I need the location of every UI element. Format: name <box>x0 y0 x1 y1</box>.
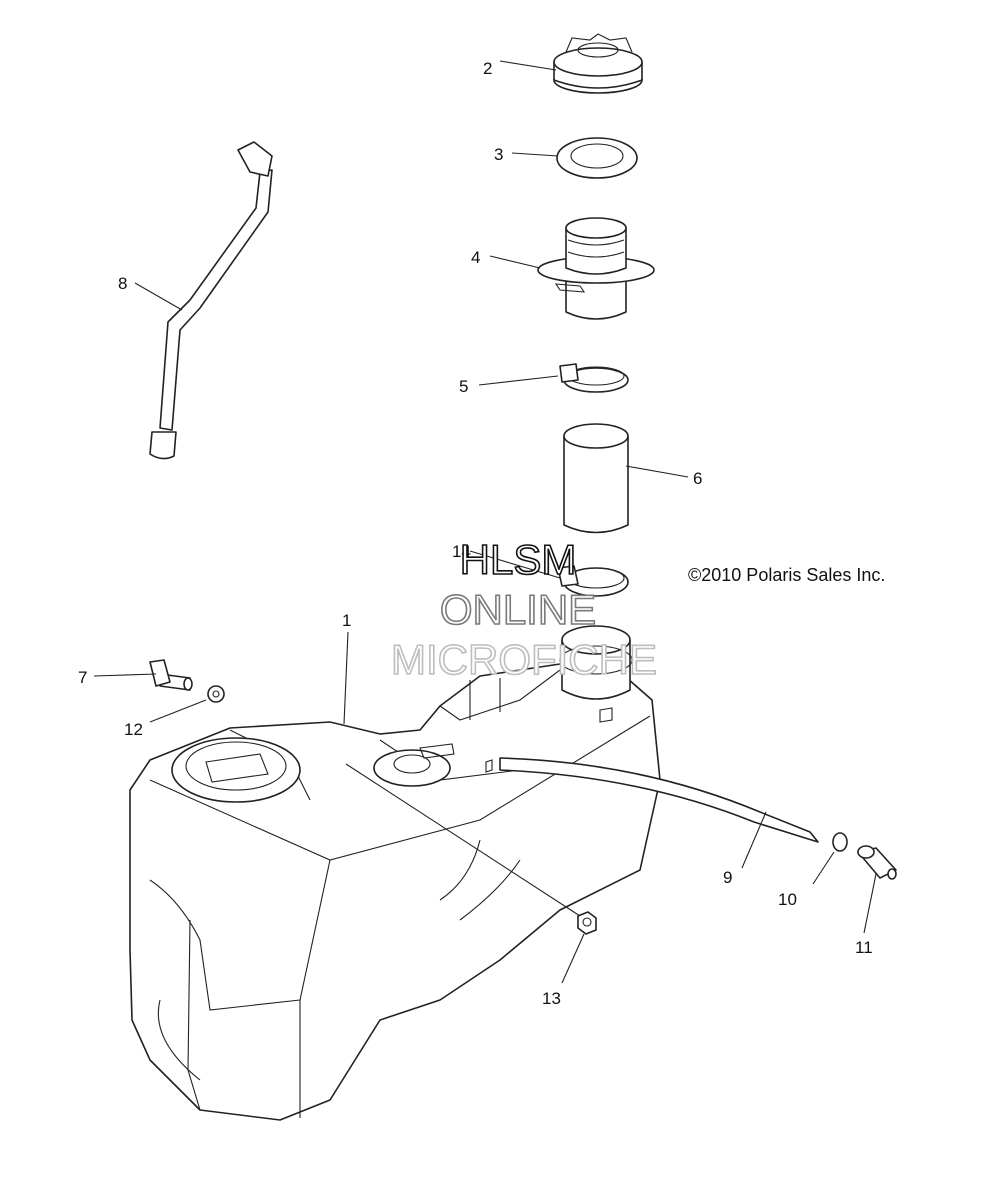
fuel-tank-part <box>129 625 661 1121</box>
vent-line-part <box>149 141 273 460</box>
gasket-part <box>556 137 638 179</box>
vent-hose-part <box>499 757 819 843</box>
bolt-part <box>149 659 193 691</box>
watermark-line-1: HLSM <box>460 536 577 583</box>
filler-hose-part <box>563 423 629 534</box>
callout-7: 7 <box>78 668 87 687</box>
callout-14: 14 <box>452 542 471 561</box>
fuel-cap-part <box>553 33 643 94</box>
callout-labels: 2 3 4 5 6 14 1 7 8 12 9 10 11 13 <box>78 59 873 1008</box>
vent-cap-part <box>832 832 848 852</box>
callout-9: 9 <box>723 868 732 887</box>
washer-part <box>207 685 225 703</box>
filler-neck-part <box>537 217 655 320</box>
watermark: HLSM ONLINE MICROFICHE <box>390 535 658 684</box>
callout-6: 6 <box>693 469 702 488</box>
callout-12: 12 <box>124 720 143 739</box>
watermark-line-3: MICROFICHE <box>391 636 657 683</box>
hose-clamp-lower-part <box>557 565 629 597</box>
callout-4: 4 <box>471 248 480 267</box>
copyright-text: ©2010 Polaris Sales Inc. <box>688 565 885 585</box>
callout-1: 1 <box>342 611 351 630</box>
hose-clamp-upper-part <box>559 363 629 393</box>
watermark-line-2: ONLINE <box>440 586 596 633</box>
nut-part <box>577 911 597 935</box>
leader-lines <box>93 60 877 984</box>
callout-3: 3 <box>494 145 503 164</box>
callout-10: 10 <box>778 890 797 909</box>
callout-8: 8 <box>118 274 127 293</box>
callout-11: 11 <box>855 938 873 957</box>
vent-valve-part <box>857 845 897 880</box>
callout-2: 2 <box>483 59 492 78</box>
callout-5: 5 <box>459 377 468 396</box>
callout-13: 13 <box>542 989 561 1008</box>
